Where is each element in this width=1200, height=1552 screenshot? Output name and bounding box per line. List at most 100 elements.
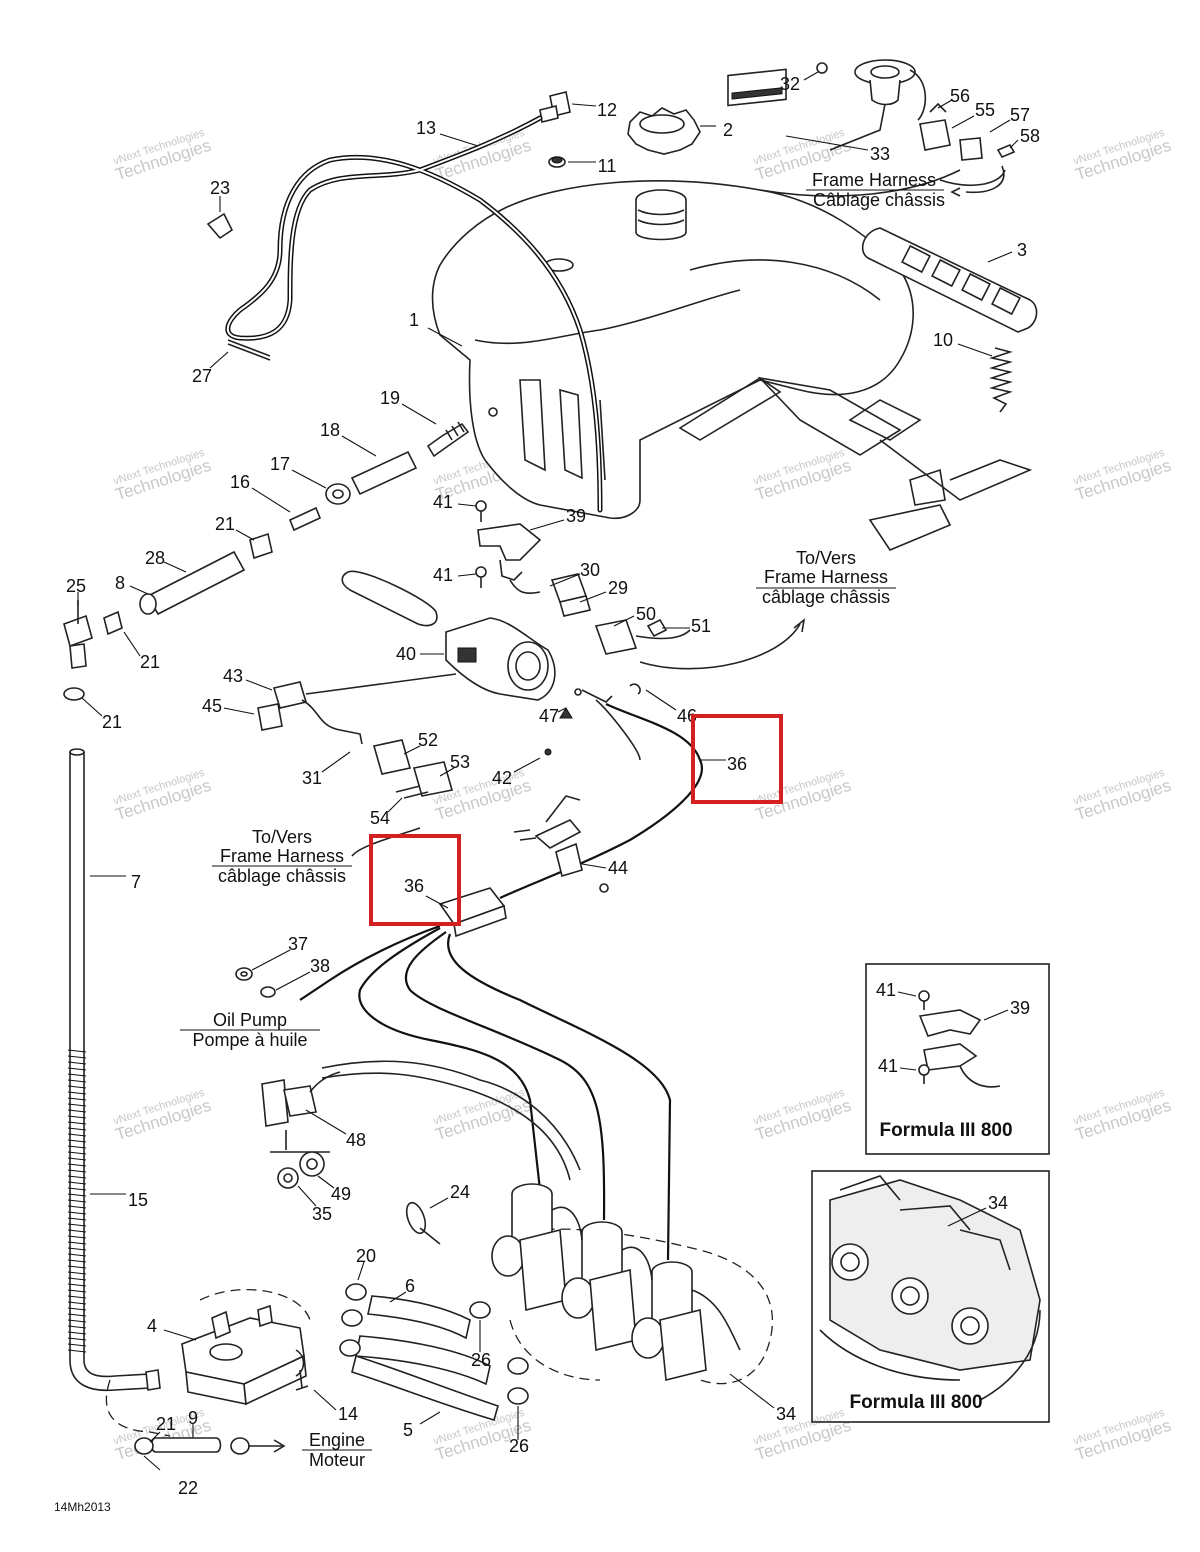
leader-line bbox=[317, 1175, 335, 1189]
callout-21: 21 bbox=[123, 631, 160, 672]
callout-number: 56 bbox=[950, 86, 970, 106]
vent-elbow-fitting bbox=[539, 91, 571, 123]
leader-line bbox=[149, 1431, 161, 1443]
grommet bbox=[548, 156, 566, 168]
fuel-pump bbox=[105, 1288, 311, 1437]
callout-number: 22 bbox=[178, 1478, 198, 1498]
leader-line bbox=[425, 895, 449, 909]
sleeve-rib bbox=[67, 1331, 87, 1335]
leader-line bbox=[163, 1329, 197, 1341]
caption-text: câblage châssis bbox=[762, 587, 890, 607]
leader-line bbox=[983, 1009, 1009, 1021]
callout-number: 16 bbox=[230, 472, 250, 492]
sleeve-rib bbox=[67, 1169, 87, 1173]
callout-52: 52 bbox=[403, 730, 438, 755]
callout-number: 9 bbox=[188, 1408, 198, 1428]
leader-line bbox=[947, 1207, 987, 1227]
callout-number: 41 bbox=[876, 980, 896, 1000]
callout-number: 34 bbox=[988, 1193, 1008, 1213]
callout-58: 58 bbox=[1009, 126, 1040, 149]
callout-number: 44 bbox=[608, 858, 628, 878]
connector-housing bbox=[261, 1071, 341, 1189]
leader-line bbox=[235, 529, 255, 541]
callout-57: 57 bbox=[989, 105, 1030, 133]
callout-number: 21 bbox=[140, 652, 160, 672]
leader-line bbox=[803, 71, 819, 81]
callout-41: 41 bbox=[433, 492, 477, 512]
sleeve-rib bbox=[67, 1061, 87, 1065]
sleeve-rib bbox=[67, 1259, 87, 1263]
leader-line bbox=[341, 435, 377, 457]
callout-layer: 1234567891011121314151617181920212121212… bbox=[66, 71, 1040, 1498]
hose-clip bbox=[206, 212, 234, 240]
callout-38: 38 bbox=[275, 956, 330, 991]
leader-line bbox=[439, 767, 455, 777]
caption-engine: Engine Moteur bbox=[302, 1430, 372, 1470]
callout-44: 44 bbox=[581, 858, 628, 878]
callout-50: 50 bbox=[613, 604, 656, 627]
sleeve-rib bbox=[67, 1205, 87, 1209]
callout-7: 7 bbox=[90, 872, 141, 892]
sleeve-rib bbox=[67, 1151, 87, 1155]
callout-48: 48 bbox=[305, 1109, 366, 1150]
callout-21: 21 bbox=[81, 697, 122, 732]
callout-number: 10 bbox=[933, 330, 953, 350]
leader-line bbox=[987, 251, 1013, 263]
callout-28: 28 bbox=[145, 548, 187, 573]
callout-43: 43 bbox=[223, 666, 273, 691]
leader-line bbox=[209, 351, 229, 369]
inset-title: Formula III 800 bbox=[849, 1392, 982, 1413]
callout-number: 43 bbox=[223, 666, 243, 686]
sleeve-rib bbox=[67, 1223, 87, 1227]
sleeve-rib bbox=[67, 1265, 87, 1269]
caption-to-frame-harness-left: To/Vers Frame Harness câblage châssis bbox=[212, 827, 421, 886]
callout-number: 45 bbox=[202, 696, 222, 716]
callout-53: 53 bbox=[439, 752, 470, 777]
callout-17: 17 bbox=[270, 454, 327, 489]
leader-line bbox=[305, 1109, 347, 1135]
callout-number: 26 bbox=[509, 1436, 529, 1456]
leader-line bbox=[321, 751, 351, 773]
tank-strap bbox=[861, 227, 1038, 333]
leader-line bbox=[957, 343, 993, 357]
leader-line bbox=[251, 487, 291, 513]
callout-number: 20 bbox=[356, 1246, 376, 1266]
sleeve-rib bbox=[67, 1301, 87, 1305]
callout-number: 7 bbox=[131, 872, 141, 892]
callout-24: 24 bbox=[429, 1182, 470, 1209]
leader-line bbox=[729, 1373, 775, 1409]
callout-41: 41 bbox=[433, 565, 477, 585]
sleeve-rib bbox=[67, 1229, 87, 1233]
leader-line bbox=[403, 745, 421, 755]
callout-number: 24 bbox=[450, 1182, 470, 1202]
callout-12: 12 bbox=[571, 100, 617, 120]
sleeve-rib bbox=[67, 1337, 87, 1341]
sleeve-rib bbox=[67, 1157, 87, 1161]
leader-line bbox=[439, 133, 479, 147]
callout-number: 1 bbox=[409, 310, 419, 330]
carburetor-heating-harness bbox=[299, 703, 703, 1261]
callout-21: 21 bbox=[215, 514, 255, 541]
leader-line bbox=[291, 469, 327, 489]
fuel-line-sleeve bbox=[67, 1049, 87, 1353]
caption-text: Oil Pump bbox=[213, 1010, 287, 1030]
leader-line bbox=[529, 519, 565, 531]
callout-number: 41 bbox=[878, 1056, 898, 1076]
callout-number: 50 bbox=[636, 604, 656, 624]
callout-31: 31 bbox=[302, 751, 351, 788]
callout-number: 34 bbox=[776, 1404, 796, 1424]
leader-line bbox=[297, 1185, 317, 1207]
callout-39: 39 bbox=[983, 998, 1030, 1021]
callout-10: 10 bbox=[933, 330, 993, 357]
callout-4: 4 bbox=[147, 1316, 197, 1341]
caption-text: câblage châssis bbox=[218, 866, 346, 886]
fuel-tank bbox=[431, 180, 914, 520]
callout-number: 30 bbox=[580, 560, 600, 580]
callout-number: 5 bbox=[403, 1420, 413, 1440]
connectors-harness bbox=[550, 573, 691, 761]
caption-text: Frame Harness bbox=[220, 846, 344, 866]
